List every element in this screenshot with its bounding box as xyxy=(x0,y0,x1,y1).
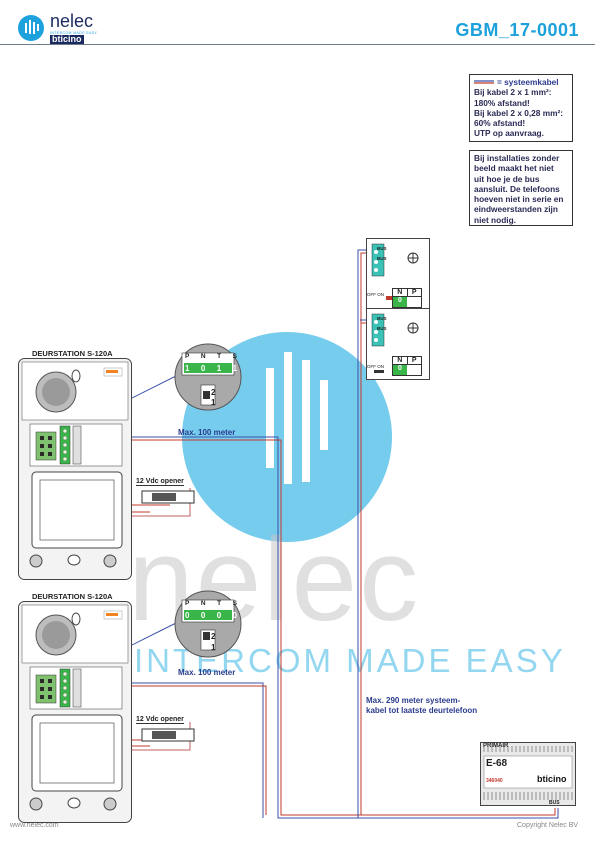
legend-line: 180% afstand! xyxy=(474,97,530,108)
dip-label-p: P xyxy=(185,353,190,360)
note-box: Bij installaties zonder beeld maakt het … xyxy=(469,150,573,226)
psu-primair-label: PRIMAIR xyxy=(483,743,509,749)
door-station-title: DEURSTATION S-120A xyxy=(32,592,113,601)
dip-value-n: 0 xyxy=(200,364,206,373)
note-line: aansluit. De telefoons xyxy=(474,183,560,194)
dip-value-s: 0 xyxy=(232,611,237,620)
opener-label: 12 Vdc opener xyxy=(136,716,184,724)
psu-code: 346040 xyxy=(486,778,503,784)
opener-label: 12 Vdc opener xyxy=(136,478,184,486)
legend-box: = systeemkabel Bij kabel 2 x 1 mm²: 180%… xyxy=(469,74,573,142)
handset-terminal-label: BUS xyxy=(377,256,387,261)
dip-values: 1 0 1 1 xyxy=(185,364,237,373)
nelec-logo: nelec INTERCOM MADE EASY bticino xyxy=(17,11,127,44)
dip-value-t: 0 xyxy=(216,611,222,620)
np-label-p: P xyxy=(411,289,417,296)
legend-line: 60% afstand! xyxy=(474,118,526,129)
door-opener-icon xyxy=(141,728,195,742)
np-value-n: 0 xyxy=(393,365,407,375)
np-label-n: N xyxy=(393,289,408,296)
handset-terminal-label: BUS xyxy=(377,316,387,321)
dip-header: P N T S xyxy=(185,353,237,360)
handset-off-on: OFF ON xyxy=(367,364,384,369)
legend-line: UTP op aanvraag. xyxy=(474,128,544,139)
sub-brand: bticino xyxy=(50,34,84,44)
system-cable-note-line: Max. 290 meter systeem- xyxy=(366,696,461,705)
dip-label-p: P xyxy=(185,600,190,607)
legend-cable-label: = systeemkabel xyxy=(497,77,559,87)
jumper-label-2: 2 xyxy=(211,632,216,641)
dip-value-s: 1 xyxy=(232,364,237,373)
psu-bus-label: BUS xyxy=(549,800,560,806)
distance-label: Max. 100 meter xyxy=(178,668,236,677)
jumper-label-1: 1 xyxy=(211,643,216,652)
dip-value-n: 0 xyxy=(200,611,206,620)
dip-value-p: 1 xyxy=(185,364,190,373)
brand-tagline: INTERCOM MADE EASY xyxy=(50,31,98,35)
dip-label-s: S xyxy=(232,353,237,360)
door-opener-icon xyxy=(141,490,195,504)
door-station-panel xyxy=(18,601,132,823)
system-cable-note-line: kabel tot laatste deurtelefoon xyxy=(366,706,478,715)
np-value-p xyxy=(407,297,421,307)
dip-values: 0 0 0 0 xyxy=(185,611,237,620)
np-value-n: 0 xyxy=(393,297,407,307)
footer-copyright: Copyright Nelec BV xyxy=(517,822,579,829)
psu-model: E-68 xyxy=(486,758,508,769)
np-label-p: P xyxy=(411,357,417,364)
dip-switch-zoom xyxy=(174,343,242,411)
psu-brand: bticino xyxy=(537,774,567,784)
document-code: GBM_17-0001 xyxy=(455,20,579,40)
nelec-logo-icon xyxy=(18,15,44,41)
dip-label-n: N xyxy=(200,600,206,607)
dip-switch-zoom xyxy=(174,590,242,658)
header-divider xyxy=(0,44,595,45)
distance-label: Max. 100 meter xyxy=(178,428,236,437)
note-line: hoeven niet in serie en xyxy=(474,194,564,205)
legend-line: Bij kabel 2 x 1 mm²: xyxy=(474,87,552,98)
handset-terminal-label: BUS xyxy=(377,326,387,331)
dip-label-t: T xyxy=(217,600,222,607)
handset-off-on: OFF ON xyxy=(367,292,384,297)
handset-terminal-label: BUS xyxy=(377,246,387,251)
dip-label-n: N xyxy=(200,353,206,360)
note-line: uit hoe je de bus xyxy=(474,173,540,184)
dip-label-s: S xyxy=(232,600,237,607)
power-supply-unit xyxy=(480,742,576,806)
jumper-label-2: 2 xyxy=(211,388,216,397)
system-cable-legend-icon xyxy=(474,80,494,84)
handset-units xyxy=(366,238,430,380)
door-station-panel xyxy=(18,358,132,580)
note-line: beeld maakt het niet xyxy=(474,163,554,174)
dip-label-t: T xyxy=(217,353,222,360)
note-line: eindweerstanden zijn xyxy=(474,204,558,215)
dip-header: P N T S xyxy=(185,600,237,607)
np-label-n: N xyxy=(393,357,408,364)
note-line: niet nodig. xyxy=(474,214,516,225)
door-station-title: DEURSTATION S-120A xyxy=(32,349,113,358)
jumper-label-1: 1 xyxy=(211,398,216,407)
note-line: Bij installaties zonder xyxy=(474,153,560,163)
dip-value-p: 0 xyxy=(185,611,190,620)
brand-name: nelec xyxy=(50,11,94,31)
system-cable-note: Max. 290 meter systeem- kabel tot laatst… xyxy=(366,696,477,716)
legend-line: Bij kabel 2 x 0,28 mm²: xyxy=(474,107,564,118)
footer-website: www.nelec.com xyxy=(10,822,59,829)
dip-value-t: 1 xyxy=(216,364,222,373)
np-value-p xyxy=(407,365,421,375)
